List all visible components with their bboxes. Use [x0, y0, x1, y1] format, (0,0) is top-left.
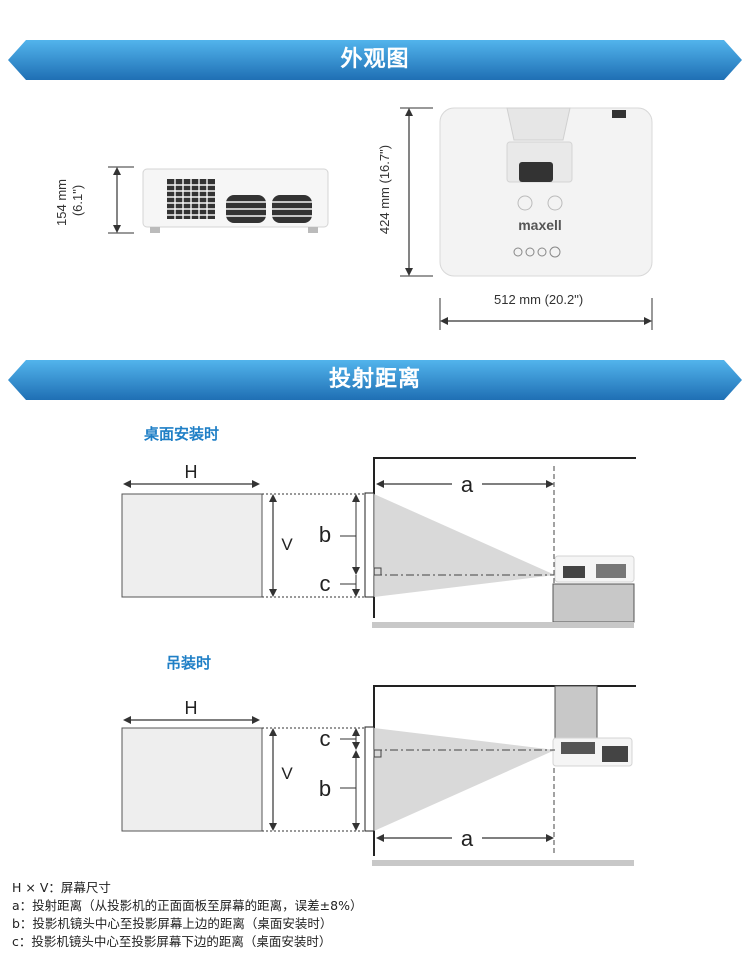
banner-shape — [8, 40, 742, 80]
throw-banner: 投射距离 — [8, 360, 742, 400]
top-view-figure: maxell — [395, 100, 665, 340]
ceiling-a-label: a — [461, 826, 474, 851]
desktop-b-label: b — [319, 522, 331, 547]
ceiling-screen — [121, 727, 263, 832]
throw-title: 投射距离 — [328, 367, 421, 392]
depth-label: 424 mm (16.7") — [377, 144, 393, 235]
height-in-label: (6.1") — [70, 184, 86, 217]
desktop-h-label: H — [185, 462, 198, 482]
legend-hv: H × V：屏幕尺寸 — [12, 880, 111, 895]
height-mm-label: 154 mm — [53, 179, 69, 226]
side-view-figure — [40, 155, 340, 245]
ceiling-diagram: H V c b a — [121, 685, 636, 866]
brand-logo: maxell — [518, 217, 562, 233]
banner-shape — [8, 360, 742, 400]
desktop-v-label: V — [281, 535, 293, 554]
ceiling-b-label: b — [319, 776, 331, 801]
legend-b: b：投影机镜头中心至投影屏幕上边的距离（桌面安装时） — [12, 916, 333, 931]
ceiling-c-label: c — [320, 726, 331, 751]
exterior-banner: 外观图 — [8, 40, 742, 80]
ceiling-v-label: V — [281, 764, 293, 783]
desktop-heading: 桌面安装时 — [144, 425, 220, 443]
exterior-title: 外观图 — [340, 47, 410, 72]
legend-c: c：投影机镜头中心至投影屏幕下边的距离（桌面安装时） — [12, 934, 332, 949]
width-label: 512 mm (20.2") — [494, 292, 584, 307]
top-view-drawing: maxell — [400, 107, 653, 330]
legend-a: a：投射距离（从投影机的正面面板至屏幕的距离，误差±8%） — [12, 898, 363, 913]
ceiling-h-label: H — [185, 698, 198, 718]
desktop-screen — [121, 493, 263, 598]
ceiling-heading: 吊装时 — [166, 654, 212, 672]
desktop-diagram: H V b c a — [121, 457, 636, 628]
desktop-c-label: c — [320, 571, 331, 596]
desktop-a-label: a — [461, 472, 474, 497]
side-view-drawing — [108, 166, 329, 234]
